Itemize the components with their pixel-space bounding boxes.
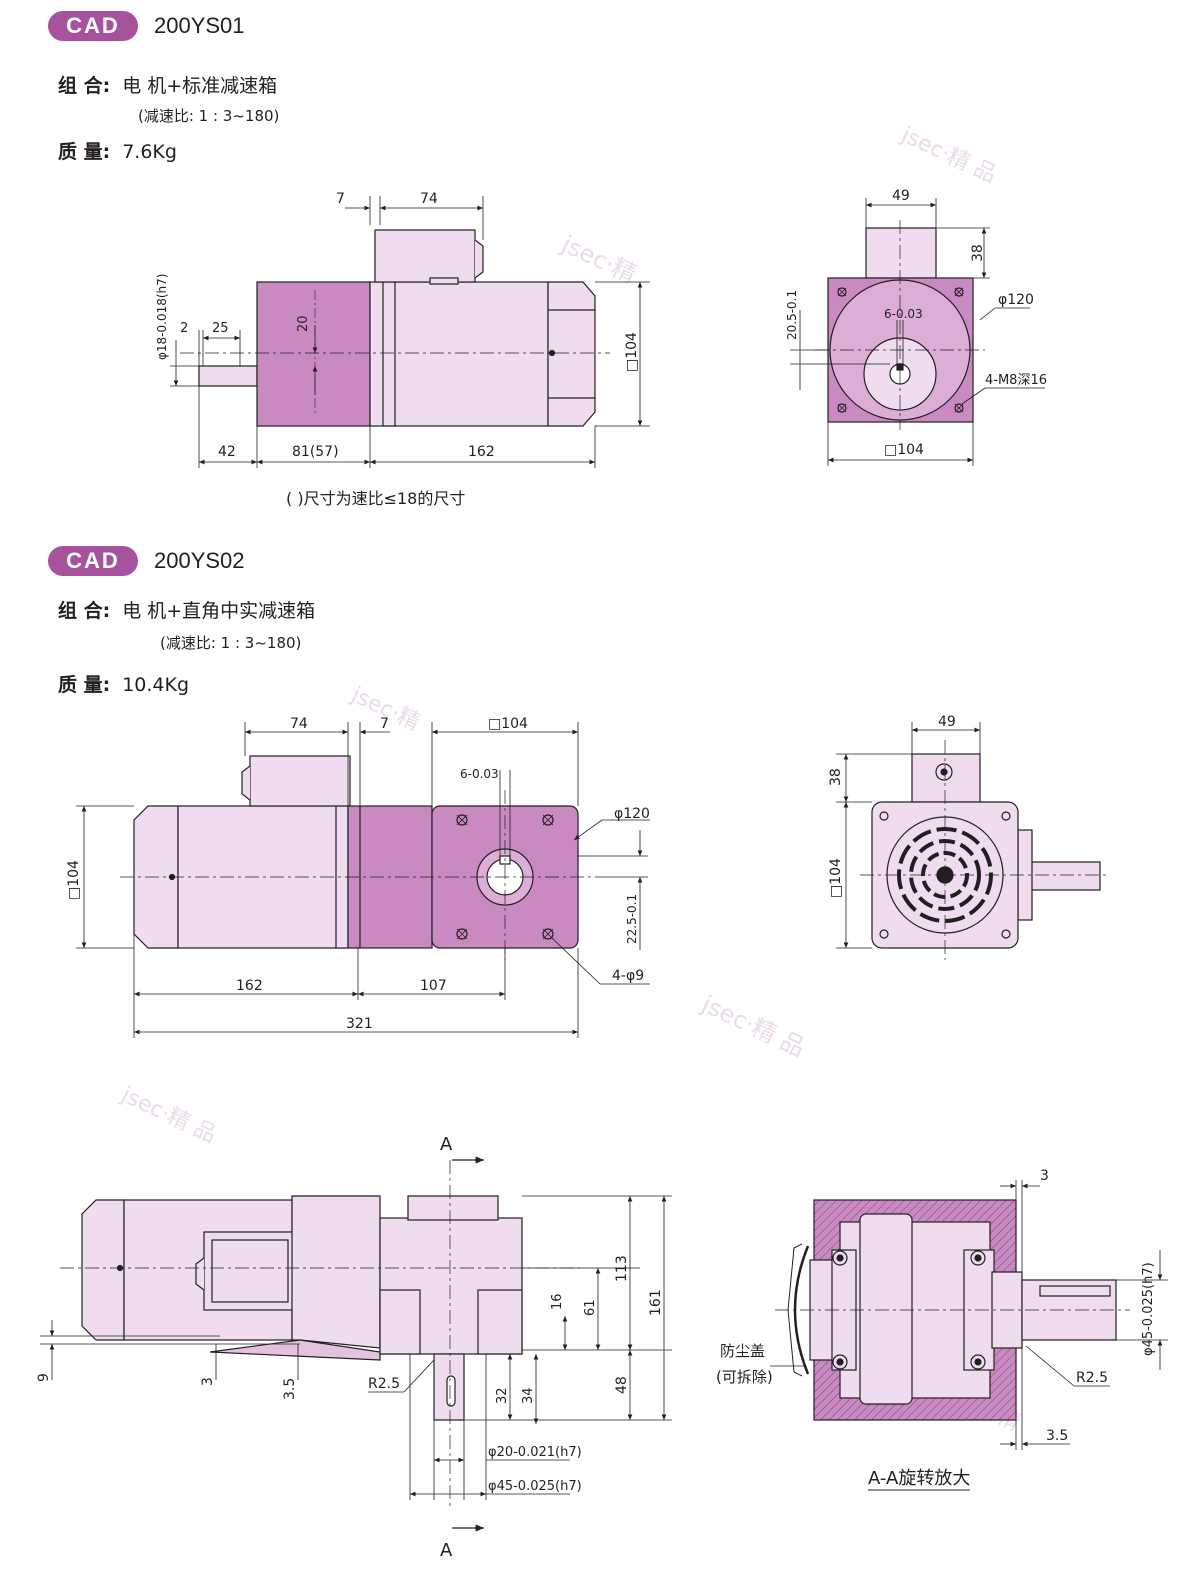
- dim-107: 107: [420, 978, 447, 994]
- dim-shaft-phi20: φ20-0.021(h7): [488, 1445, 582, 1460]
- spec-block-200YS02: CAD 200YS02 组 合: 电 机+直角中实减速箱 (减速比: 1 : 3~…: [0, 540, 1200, 700]
- mass-line: 质 量: 10.4Kg: [58, 670, 189, 697]
- dim-32: 32: [495, 1387, 510, 1404]
- dust-cover-label: 防尘盖: [720, 1342, 765, 1360]
- dim-shaft-diameter: φ18-0.018(h7): [155, 274, 169, 360]
- dim-7: 7: [336, 191, 345, 207]
- dim-phi120: φ120: [998, 292, 1034, 308]
- combination-line: 组 合: 电 机+标准减速箱: [58, 71, 277, 98]
- dim-holes-m8: 4-M8深16: [985, 373, 1047, 388]
- dim-keyway-6: 6-0.03: [460, 767, 499, 781]
- mass-value: 10.4Kg: [122, 674, 190, 696]
- reduction-ratio: (减速比: 1 : 3~180): [160, 634, 302, 652]
- dim-162: 162: [236, 978, 263, 994]
- drawing3-section-labels: 3 防尘盖 (可拆除) R2.5 3.5 φ45-0.025(h7) A-A旋转…: [716, 1168, 1156, 1489]
- combination-value: 电 机+直角中实减速箱: [122, 600, 316, 622]
- dim-phi120: φ120: [614, 806, 650, 822]
- combination-label: 组 合:: [58, 75, 111, 97]
- mass-label: 质 量:: [58, 141, 111, 163]
- section-caption: A-A旋转放大: [868, 1468, 970, 1489]
- spec-block-200YS01: CAD 200YS01 组 合: 电 机+标准减速箱 (减速比: 1 : 3~18…: [0, 5, 1200, 163]
- drawing3-side-view: [40, 1156, 672, 1532]
- drawing2-end-dim-labels: 49 38 □104: [828, 714, 956, 898]
- dim-321: 321: [346, 1016, 373, 1032]
- dust-cover-sub: (可拆除): [716, 1368, 773, 1386]
- dim-38: 38: [828, 768, 844, 786]
- dim-104: □104: [624, 332, 640, 372]
- dim-20: 20: [296, 315, 311, 332]
- mass-label: 质 量:: [58, 674, 111, 696]
- dim-38: 38: [970, 244, 986, 262]
- dim-square-104-left: □104: [66, 860, 82, 900]
- dim-holes-phi9: 4-φ9: [612, 968, 644, 984]
- drawing3-side-labels: A A 113 161 16 61 48 9 3 3.5 R2.5 32 34 …: [36, 1134, 664, 1561]
- dim-keyway-6: 6-0.03: [884, 307, 923, 321]
- dim-9: 9: [36, 1373, 52, 1382]
- drawing1-note: ( )尺寸为速比≤18的尺寸: [286, 489, 465, 508]
- mass-line: 质 量: 7.6Kg: [58, 137, 177, 164]
- dim-34: 34: [521, 1387, 536, 1404]
- model-number: 200YS02: [154, 548, 245, 573]
- dim-74: 74: [420, 191, 438, 207]
- dim-48: 48: [614, 1376, 630, 1394]
- dim-2: 2: [180, 321, 188, 336]
- drawing1-front-view: [790, 198, 1045, 466]
- drawing1-side-view: [170, 196, 650, 468]
- dim-49: 49: [892, 188, 910, 204]
- svg-text:jsec·精 品: jsec·精 品: [897, 122, 1000, 188]
- dim-49: 49: [938, 714, 956, 730]
- dim-113: 113: [614, 1255, 630, 1282]
- svg-text:jsec·精: jsec·精: [557, 230, 641, 289]
- cad-badge: CAD: [48, 546, 138, 576]
- dim-161: 161: [648, 1289, 664, 1316]
- dim-162: 162: [468, 444, 495, 460]
- drawing2-end-view: [836, 722, 1110, 960]
- dim-42: 42: [218, 444, 236, 460]
- svg-text:jsec·精 品: jsec·精 品: [117, 1082, 220, 1148]
- drawing2-side-dim-labels: 74 7 □104 6-0.03 φ120 □104 22.5-0.1 4-φ9…: [66, 716, 650, 1032]
- svg-text:jsec·精 品: jsec·精 品: [697, 990, 810, 1062]
- dim-square-104: □104: [828, 858, 844, 898]
- drawing3-section-view: [770, 1180, 1168, 1491]
- dim-3: 3: [1040, 1168, 1049, 1184]
- cad-badge: CAD: [48, 11, 138, 41]
- combination-label: 组 合:: [58, 600, 111, 622]
- dim-r2-5: R2.5: [1076, 1370, 1108, 1386]
- mass-value: 7.6Kg: [122, 141, 177, 163]
- model-number: 200YS01: [154, 13, 245, 38]
- dim-74: 74: [290, 716, 308, 732]
- section-marker-a-top: A: [440, 1134, 453, 1155]
- dim-22-5: 22.5-0.1: [625, 894, 639, 944]
- dim-7: 7: [380, 716, 389, 732]
- dim-3-5: 3.5: [282, 1378, 298, 1400]
- dim-3-5: 3.5: [1046, 1428, 1068, 1444]
- dim-square-104-top: □104: [488, 716, 528, 732]
- dim-25: 25: [212, 321, 229, 336]
- dim-square-104: □104: [884, 442, 924, 458]
- dim-61: 61: [583, 1299, 598, 1316]
- section-marker-a-bottom: A: [440, 1540, 453, 1561]
- dim-shaft-phi45: φ45-0.025(h7): [1141, 1262, 1156, 1356]
- dim-r2-5: R2.5: [368, 1376, 400, 1392]
- dim-3: 3: [200, 1377, 216, 1386]
- dim-16: 16: [550, 1293, 565, 1310]
- drawing1-side-dim-labels: 7 74 φ18-0.018(h7) 2 25 20 □104 42 81(57…: [155, 191, 640, 460]
- drawing1-front-dim-labels: 49 38 φ120 6-0.03 20.5-0.1 4-M8深16 □104: [785, 188, 1047, 458]
- drawing2-side-view: [76, 722, 650, 1038]
- dim-20-5: 20.5-0.1: [785, 290, 799, 340]
- combination-value: 电 机+标准减速箱: [122, 75, 278, 97]
- reduction-ratio: (减速比: 1 : 3~180): [138, 107, 280, 125]
- combination-line: 组 合: 电 机+直角中实减速箱: [58, 596, 315, 623]
- dim-shaft-phi45: φ45-0.025(h7): [488, 1479, 582, 1494]
- dim-81-57: 81(57): [292, 444, 339, 460]
